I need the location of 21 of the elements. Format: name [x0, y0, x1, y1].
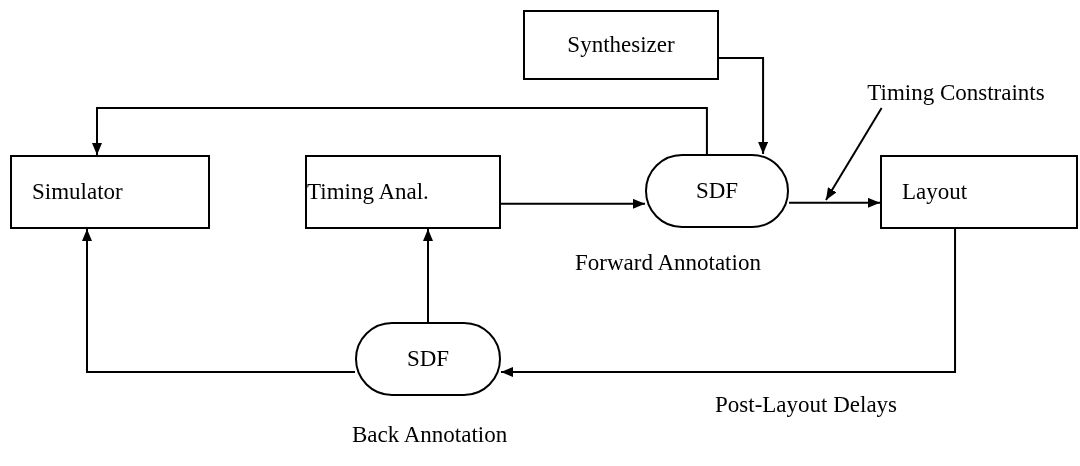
annotation-text: Forward Annotation	[575, 250, 761, 276]
process-box	[305, 155, 501, 229]
node-label: Synthesizer	[567, 32, 675, 58]
arrow	[718, 57, 769, 155]
annotation-text: Back Annotation	[352, 422, 508, 448]
arrow	[500, 228, 957, 377]
arrow	[82, 228, 356, 373]
node-label: Timing Constraints	[867, 80, 1045, 106]
process-box	[523, 10, 719, 80]
leader-arrow	[825, 107, 883, 201]
arrow	[788, 197, 881, 208]
arrow	[500, 198, 646, 209]
process-box	[10, 155, 210, 229]
node-label: SDF	[695, 178, 739, 204]
arrow	[92, 107, 708, 156]
node-label: Timing Anal.	[307, 179, 429, 205]
node-label: SDF	[406, 346, 450, 372]
arrow	[423, 228, 433, 323]
node-label: Layout	[902, 179, 968, 205]
process-box	[880, 155, 1078, 229]
node-label: Simulator	[32, 179, 123, 205]
